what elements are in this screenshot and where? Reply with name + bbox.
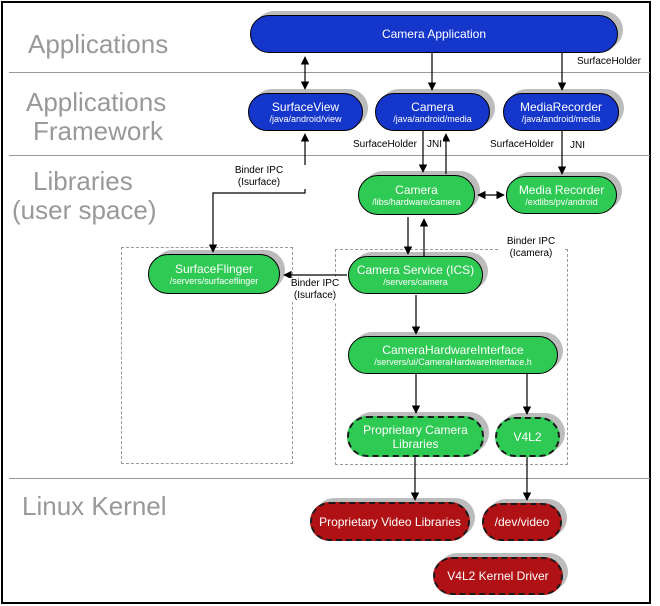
edge-label-surfaceholder-camera: SurfaceHolder bbox=[352, 139, 418, 151]
section-label-framework: Applications Framework bbox=[26, 88, 166, 146]
node-v4l2: V4L2 bbox=[495, 417, 560, 457]
node-camera-hardware-interface: CameraHardwareInterface /servers/ui/Came… bbox=[348, 336, 558, 374]
node-title: Proprietary Camera Libraries bbox=[363, 422, 468, 451]
node-path: /java/android/media bbox=[393, 113, 472, 124]
node-path: /servers/surfaceflinger bbox=[169, 275, 259, 286]
edge-label-line1: Binder IPC bbox=[290, 278, 340, 289]
section-label-libraries-line1: Libraries bbox=[33, 166, 133, 196]
node-media-recorder-library: Media Recorder /extlibs/pv/android bbox=[506, 176, 617, 214]
diagram-border bbox=[1, 1, 651, 604]
node-v4l2-kernel-driver: V4L2 Kernel Driver bbox=[433, 557, 563, 595]
edge-label-binder-ipc-isurface-top: Binder IPC (Isurface) bbox=[212, 165, 306, 189]
section-label-applications: Applications bbox=[28, 29, 169, 59]
section-label-framework-line2: Framework bbox=[33, 116, 164, 146]
node-path: /servers/camera bbox=[383, 276, 448, 287]
node-path: /extlibs/pv/android bbox=[525, 196, 598, 207]
node-proprietary-video-libraries: Proprietary Video Libraries bbox=[310, 502, 470, 541]
edge-label-surfaceholder-top: SurfaceHolder bbox=[576, 56, 642, 68]
node-title: Proprietary Video Libraries bbox=[319, 514, 461, 529]
edge-label-surfaceholder-media: SurfaceHolder bbox=[489, 139, 555, 151]
node-title: CameraHardwareInterface bbox=[382, 342, 524, 357]
node-title: Camera bbox=[411, 99, 454, 114]
edge-label-jni-camera: JNI bbox=[426, 139, 443, 151]
node-camera-library: Camera /libs/hardware/camera bbox=[358, 175, 475, 215]
edge-label-line2: (Icamera) bbox=[509, 248, 553, 259]
edge-label-line2: (Isurface) bbox=[237, 177, 281, 188]
node-title: MediaRecorder bbox=[519, 99, 603, 114]
edge-label-line1: Binder IPC bbox=[234, 165, 284, 176]
node-title: Camera bbox=[395, 182, 438, 197]
edge-label-binder-ipc-icamera: Binder IPC (Icamera) bbox=[498, 236, 564, 260]
node-path: /libs/hardware/camera bbox=[372, 196, 461, 207]
surfaceflinger-process-group bbox=[121, 247, 293, 464]
node-mediarecorder-framework: MediaRecorder /java/android/media bbox=[503, 93, 619, 131]
node-title: SurfaceFlinger bbox=[174, 261, 254, 276]
node-surfaceflinger: SurfaceFlinger /servers/surfaceflinger bbox=[148, 254, 280, 294]
node-dev-video: /dev/video bbox=[482, 503, 562, 541]
section-label-libraries-line2: (user space) bbox=[12, 195, 157, 225]
node-proprietary-camera-libraries: Proprietary Camera Libraries bbox=[347, 416, 484, 457]
node-surfaceview: SurfaceView /java/android/view bbox=[248, 93, 363, 131]
edge-label-jni-media: JNI bbox=[569, 140, 586, 152]
divider-framework-libraries bbox=[9, 155, 650, 156]
node-camera-framework: Camera /java/android/media bbox=[375, 93, 490, 131]
node-title: SurfaceView bbox=[271, 99, 340, 114]
node-title: V4L2 bbox=[513, 430, 542, 444]
node-title: V4L2 Kernel Driver bbox=[447, 569, 549, 583]
node-path: /java/android/view bbox=[269, 113, 342, 124]
camera-service-process-group bbox=[335, 249, 568, 465]
node-path: /servers/ui/CameraHardwareInterface.h bbox=[374, 356, 532, 367]
section-label-framework-line1: Applications bbox=[26, 87, 167, 117]
edge-label-line2: (Isurface) bbox=[293, 290, 337, 301]
divider-libraries-kernel bbox=[9, 478, 650, 479]
section-label-libraries: Libraries (user space) bbox=[12, 167, 157, 225]
edge-label-binder-ipc-isurface-cs: Binder IPC (Isurface) bbox=[284, 278, 346, 302]
node-path: /java/android/media bbox=[521, 113, 601, 124]
node-title: Media Recorder bbox=[518, 182, 605, 197]
node-camera-application: Camera Application bbox=[250, 15, 618, 53]
node-title: /dev/video bbox=[494, 515, 550, 529]
edge-label-line1: Binder IPC bbox=[506, 236, 556, 247]
node-title: Camera Application bbox=[381, 27, 487, 41]
divider-applications-framework bbox=[9, 72, 650, 73]
node-title: Camera Service (ICS) bbox=[356, 262, 475, 277]
section-label-kernel: Linux Kernel bbox=[22, 491, 167, 521]
node-camera-service: Camera Service (ICS) /servers/camera bbox=[348, 256, 483, 294]
